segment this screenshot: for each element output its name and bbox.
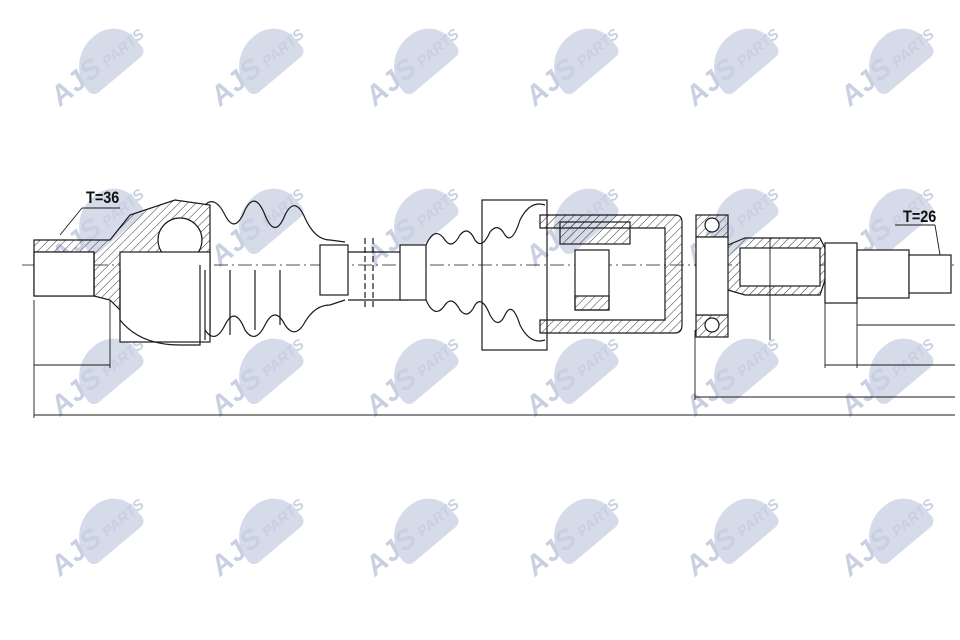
bearing-stub xyxy=(695,214,952,338)
inner-spline-label: T=26 xyxy=(903,207,937,226)
outer-cv-joint xyxy=(33,199,211,346)
inner-boot xyxy=(425,199,548,351)
shaft-bar xyxy=(348,238,427,310)
outer-boot xyxy=(204,200,349,340)
dimension-lines xyxy=(33,207,955,418)
outer-spline-label: T=36 xyxy=(86,188,120,207)
inner-tripod-joint xyxy=(539,214,683,334)
